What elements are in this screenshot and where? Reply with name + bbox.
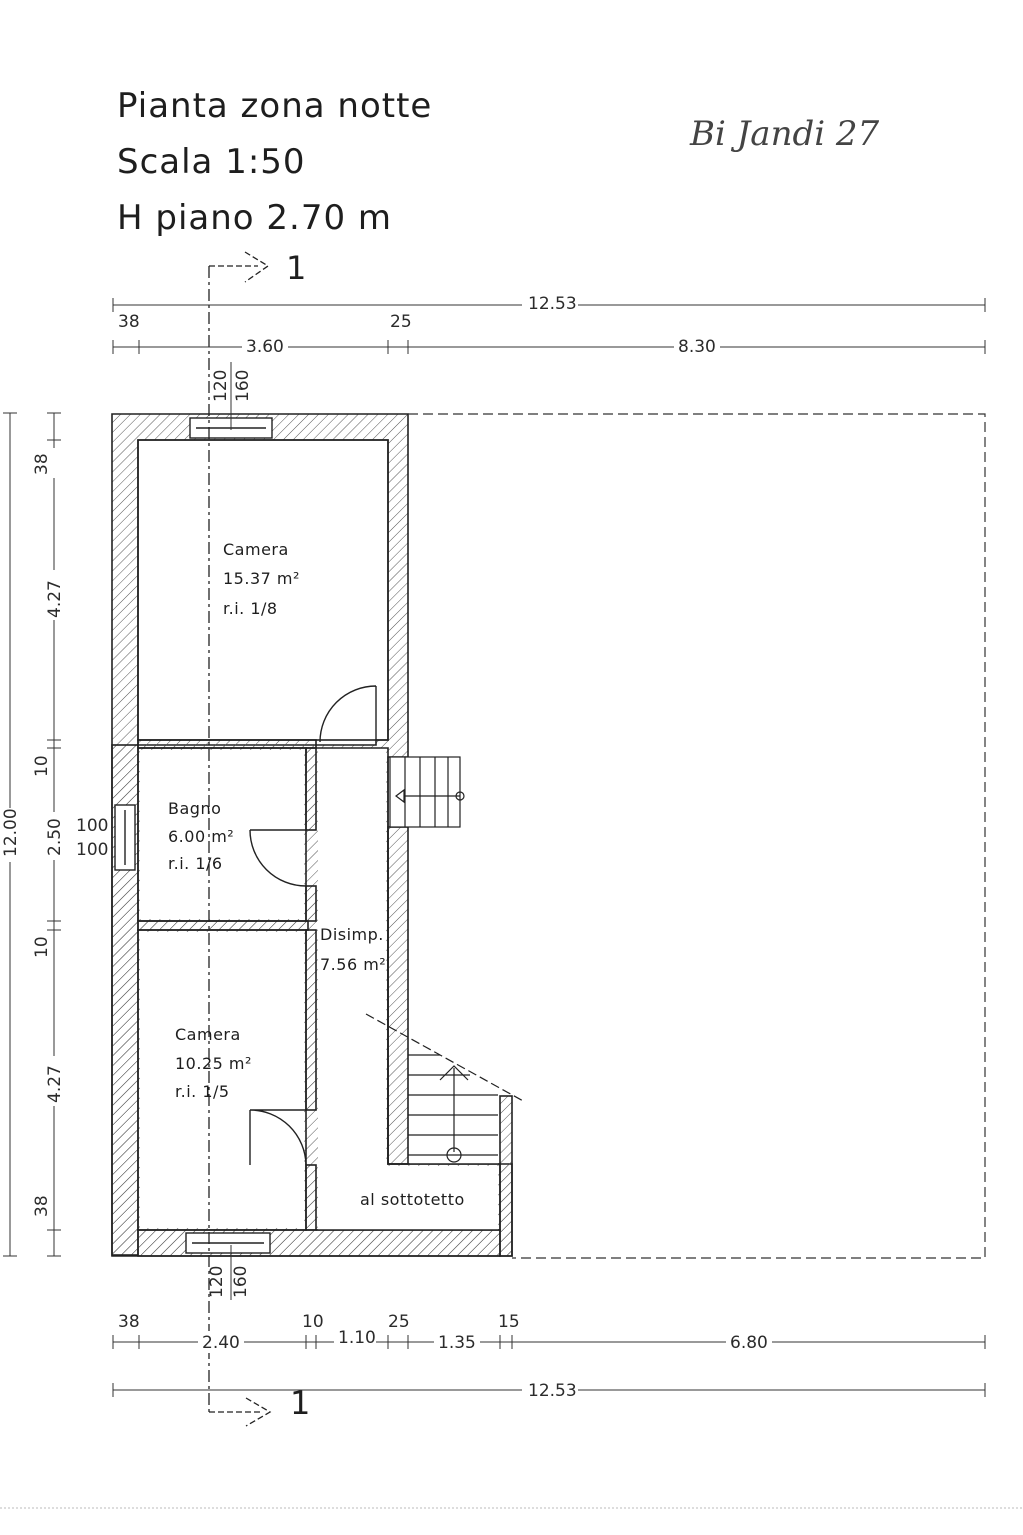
room-bagno-area: 6.00 m² — [168, 827, 234, 846]
dim-bottom-stair: 1.35 — [438, 1333, 476, 1353]
dim-left-partition2: 10 — [32, 936, 52, 958]
room-camera2-name: Camera — [175, 1025, 241, 1044]
dim-left-bath: 2.50 — [45, 818, 65, 856]
room-camera1-ratio: r.i. 1/8 — [223, 599, 278, 618]
dimension-labels: 12.53 38 3.60 25 8.30 38 2.40 10 1.10 25… — [0, 292, 772, 1401]
stair-upper — [389, 756, 465, 828]
plan-scale: Scala 1:50 — [117, 142, 306, 182]
dim-bottom-total: 12.53 — [528, 1381, 577, 1401]
dim-bottom-corridor: 1.10 — [338, 1328, 376, 1348]
dim-left-room2: 4.27 — [45, 1065, 65, 1103]
room-bagno-ratio: r.i. 1/6 — [168, 854, 223, 873]
dim-bottom-wall3: 25 — [388, 1312, 410, 1332]
dim-bottom-wall2: 10 — [302, 1312, 324, 1332]
dim-window-side-lower: 100 — [76, 840, 108, 860]
section-marker-bottom: 1 — [290, 1384, 310, 1422]
dim-left-total: 12.00 — [1, 808, 21, 857]
floor-height: H piano 2.70 m — [117, 198, 393, 238]
stair-attic — [365, 1013, 526, 1163]
dim-window-top-sill: 120 — [211, 370, 231, 402]
room-disimp-area: 7.56 m² — [320, 955, 386, 974]
room-bagno-name: Bagno — [168, 799, 221, 818]
dim-window-bottom-sill: 120 — [207, 1266, 227, 1298]
dim-top-wall: 38 — [118, 312, 140, 332]
room-attic-access: al sottotetto — [360, 1190, 465, 1209]
dim-bottom-wall: 38 — [118, 1312, 140, 1332]
dim-bottom-remaining: 6.80 — [730, 1333, 768, 1353]
dim-window-top-head: 160 — [233, 370, 253, 402]
dim-window-side-upper: 100 — [76, 816, 108, 836]
dim-left-partition1: 10 — [32, 755, 52, 777]
section-marker-top: 1 — [286, 249, 306, 287]
dim-left-top-wall: 38 — [32, 453, 52, 475]
dim-bottom-wall4: 15 — [498, 1312, 520, 1332]
handwritten-signature: Bi Jandi 27 — [689, 114, 880, 154]
dim-top-total: 12.53 — [528, 294, 577, 314]
room-camera1-name: Camera — [223, 540, 289, 559]
room-disimp-name: Disimp. — [320, 925, 384, 944]
room-camera1-area: 15.37 m² — [223, 569, 300, 588]
section-line — [208, 251, 272, 1427]
dim-window-bottom-head: 160 — [231, 1266, 251, 1298]
adjacent-area-outline — [408, 413, 986, 1259]
room-camera2-ratio: r.i. 1/5 — [175, 1082, 230, 1101]
dim-bottom-room: 2.40 — [202, 1333, 240, 1353]
room-camera2-area: 10.25 m² — [175, 1054, 252, 1073]
plan-title: Pianta zona notte — [117, 86, 433, 126]
dim-top-remaining: 8.30 — [678, 337, 716, 357]
doors — [249, 685, 377, 1166]
dim-left-room1: 4.27 — [45, 580, 65, 618]
dim-top-inner-wall: 25 — [390, 312, 412, 332]
dim-top-room: 3.60 — [246, 337, 284, 357]
dim-left-bottom-wall: 38 — [32, 1195, 52, 1217]
room-labels: Camera 15.37 m² r.i. 1/8 Bagno 6.00 m² r… — [168, 540, 465, 1209]
